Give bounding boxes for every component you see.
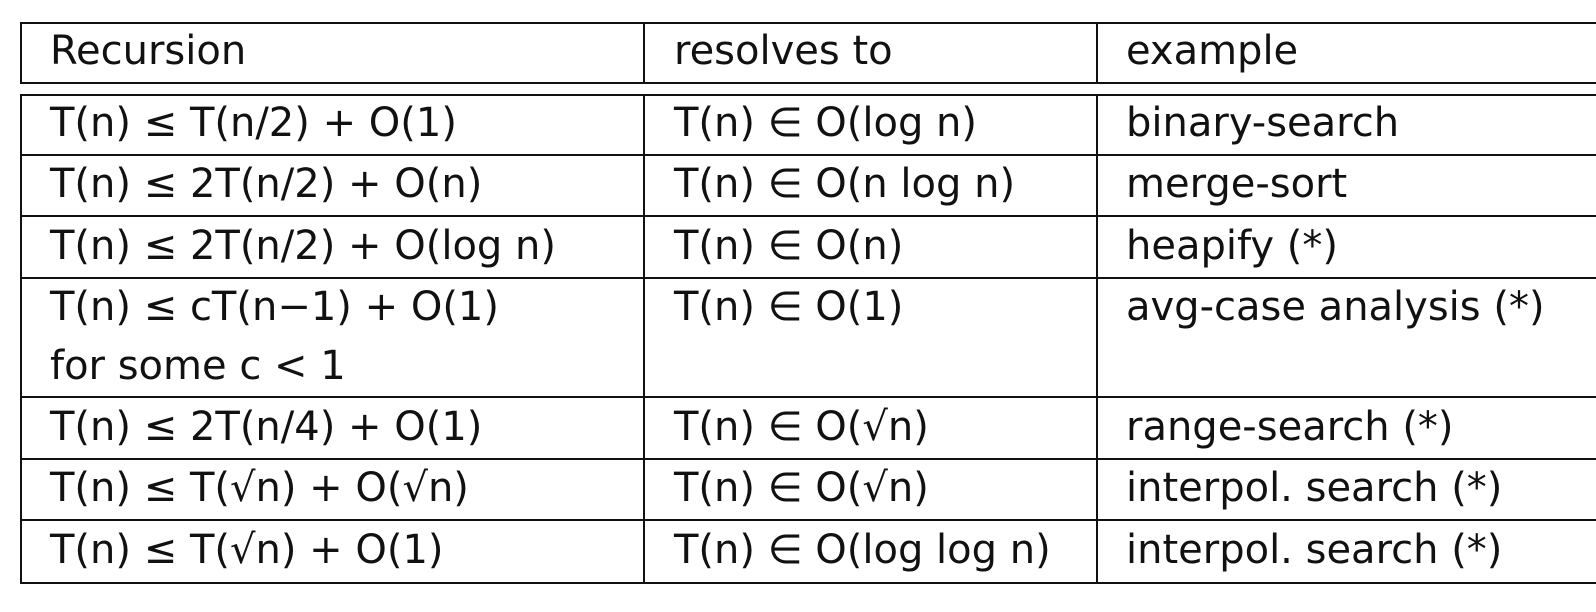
recursion-formula: T(n) ≤ T(n/2) + O(1) <box>50 100 457 146</box>
row-divider <box>20 154 1596 156</box>
resolves-formula: T(n) ∈ O(n) <box>674 223 904 269</box>
example-label: interpol. search (*) <box>1126 527 1503 573</box>
resolves-formula: T(n) ∈ O(log log n) <box>674 527 1051 573</box>
body-left-border <box>20 94 22 584</box>
row-divider <box>20 396 1596 398</box>
row-divider <box>20 519 1596 521</box>
resolves-formula: T(n) ∈ O(√n) <box>674 404 929 450</box>
header-left-border <box>20 22 22 84</box>
resolves-formula: T(n) ∈ O(1) <box>674 284 904 330</box>
table-border-bottom <box>20 582 1596 584</box>
header-resolves-to: resolves to <box>674 28 893 74</box>
example-label: interpol. search (*) <box>1126 465 1503 511</box>
example-label: avg-case analysis (*) <box>1126 284 1545 330</box>
example-label: range-search (*) <box>1126 404 1454 450</box>
example-label: binary-search <box>1126 100 1400 146</box>
recursion-formula: T(n) ≤ T(√n) + O(1) <box>50 527 444 573</box>
row-divider <box>20 215 1596 217</box>
resolves-formula: T(n) ∈ O(log n) <box>674 100 978 146</box>
recursion-formula: T(n) ≤ 2T(n/2) + O(n) <box>50 161 483 207</box>
resolves-formula: T(n) ∈ O(n log n) <box>674 161 1016 207</box>
body-col-divider-2 <box>1096 94 1098 584</box>
resolves-formula: T(n) ∈ O(√n) <box>674 465 929 511</box>
header-example: example <box>1126 28 1299 74</box>
header-rule-2 <box>20 94 1596 96</box>
header-recursion: Recursion <box>50 28 247 74</box>
recursion-condition-note: for some c < 1 <box>50 343 346 389</box>
row-divider <box>20 458 1596 460</box>
recursion-formula: T(n) ≤ 2T(n/2) + O(log n) <box>50 223 556 269</box>
header-col-divider-1 <box>643 22 645 84</box>
table-border-top <box>20 22 1596 24</box>
example-label: heapify (*) <box>1126 223 1338 269</box>
recursion-formula: T(n) ≤ 2T(n/4) + O(1) <box>50 404 483 450</box>
recursion-formula: T(n) ≤ cT(n−1) + O(1) <box>50 284 499 330</box>
header-rule-1 <box>20 82 1596 84</box>
header-col-divider-2 <box>1096 22 1098 84</box>
body-col-divider-1 <box>643 94 645 584</box>
recursion-formula: T(n) ≤ T(√n) + O(√n) <box>50 465 469 511</box>
example-label: merge-sort <box>1126 161 1348 207</box>
row-divider <box>20 277 1596 279</box>
